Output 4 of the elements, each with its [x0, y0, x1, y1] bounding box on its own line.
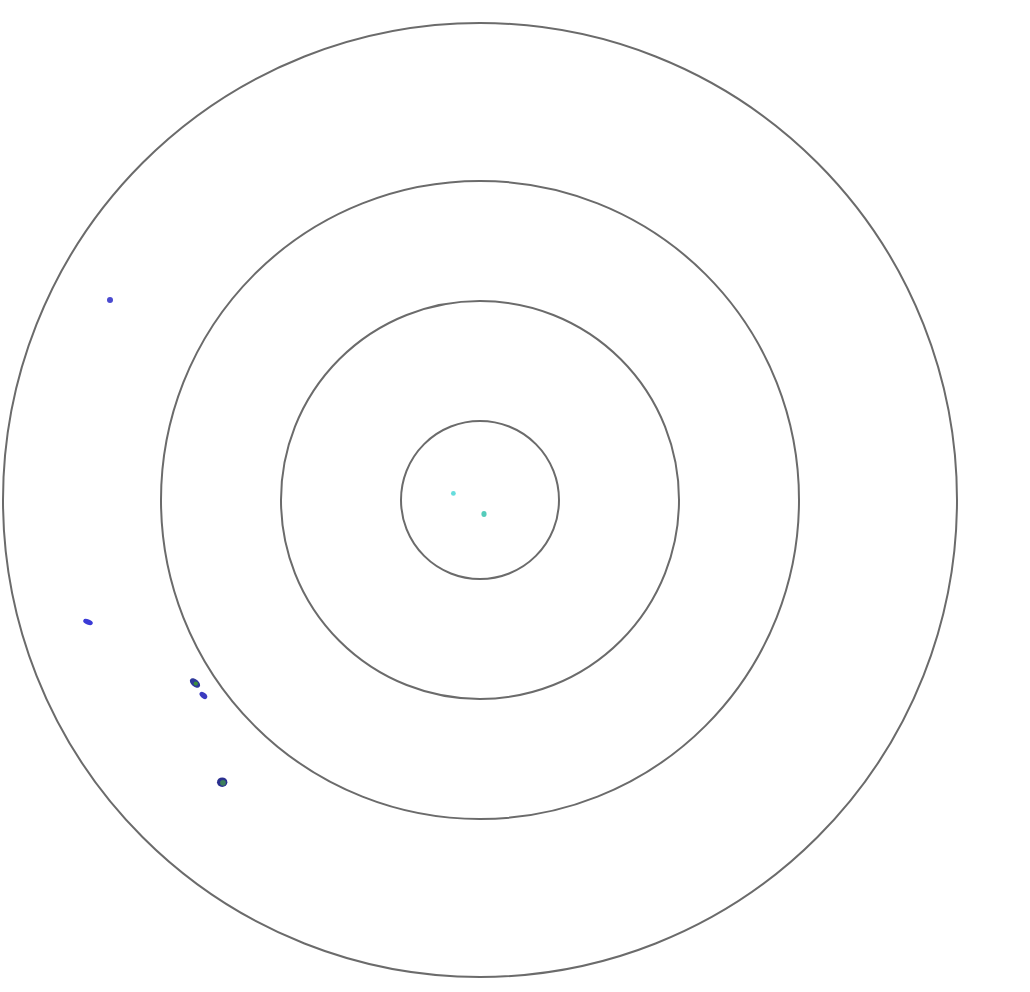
- ring: [280, 300, 680, 700]
- ring: [2, 22, 958, 978]
- ring: [160, 180, 800, 820]
- ring: [400, 420, 560, 580]
